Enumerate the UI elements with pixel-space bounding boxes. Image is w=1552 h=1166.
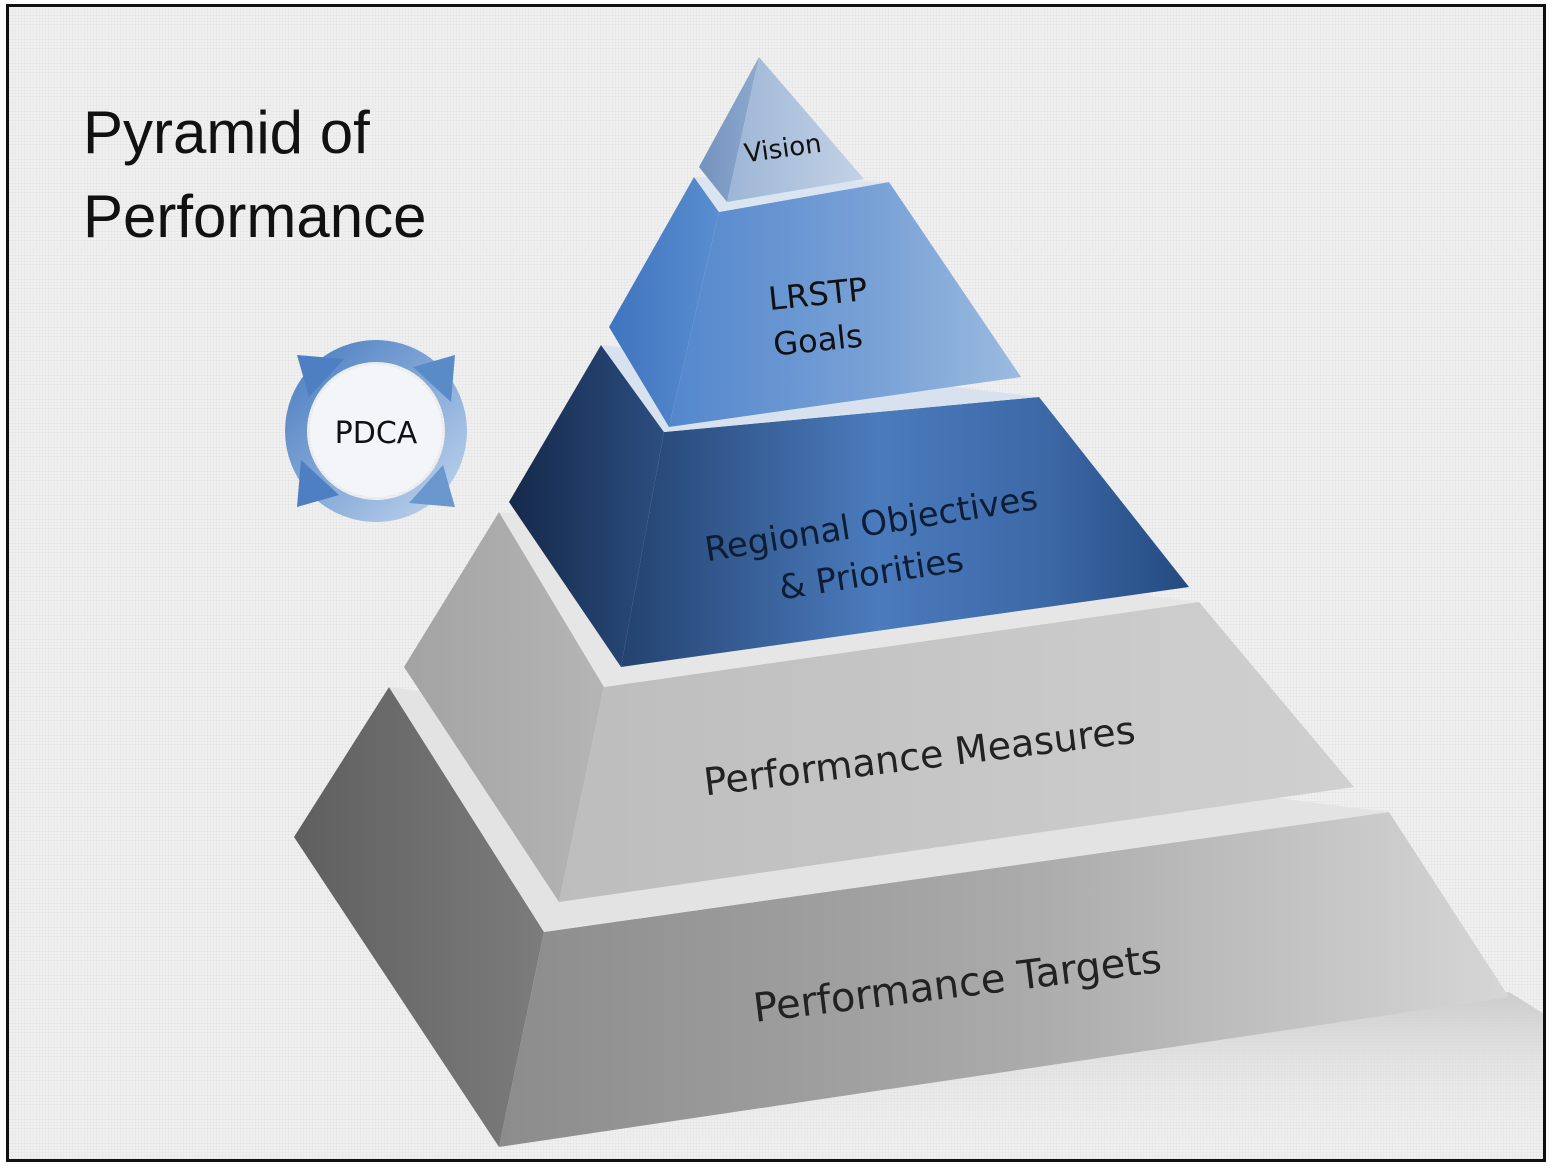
targets-front-face: [499, 812, 1509, 1147]
title-line-2: Performance: [83, 183, 427, 250]
objectives-side-face: [509, 345, 664, 667]
pyramid-shadow: [499, 992, 1543, 1159]
pdca-label: PDCA: [335, 416, 418, 451]
vision-side-face: [699, 57, 759, 202]
pyramid-diagram: Performance Targets Performance Measures…: [285, 57, 1543, 1159]
objectives-front-face: [621, 397, 1189, 667]
pdca-cycle: PDCA: [285, 340, 467, 522]
title-line-1: Pyramid of: [83, 99, 370, 166]
page-title: Pyramid of Performance: [83, 91, 426, 259]
targets-side-face: [294, 687, 544, 1147]
measures-front-face: [559, 602, 1354, 902]
measures-side-face: [404, 512, 604, 902]
goals-side-face: [609, 177, 719, 427]
level-vision: Vision: [699, 57, 864, 202]
goals-front-face: [669, 182, 1021, 427]
slide: Pyramid of Performance: [6, 4, 1546, 1162]
pdca-inner-circle: [310, 365, 442, 497]
circular-arrows-icon: [285, 340, 467, 522]
vision-front-face: [727, 57, 864, 202]
goals-label-line2: Goals: [771, 316, 864, 363]
